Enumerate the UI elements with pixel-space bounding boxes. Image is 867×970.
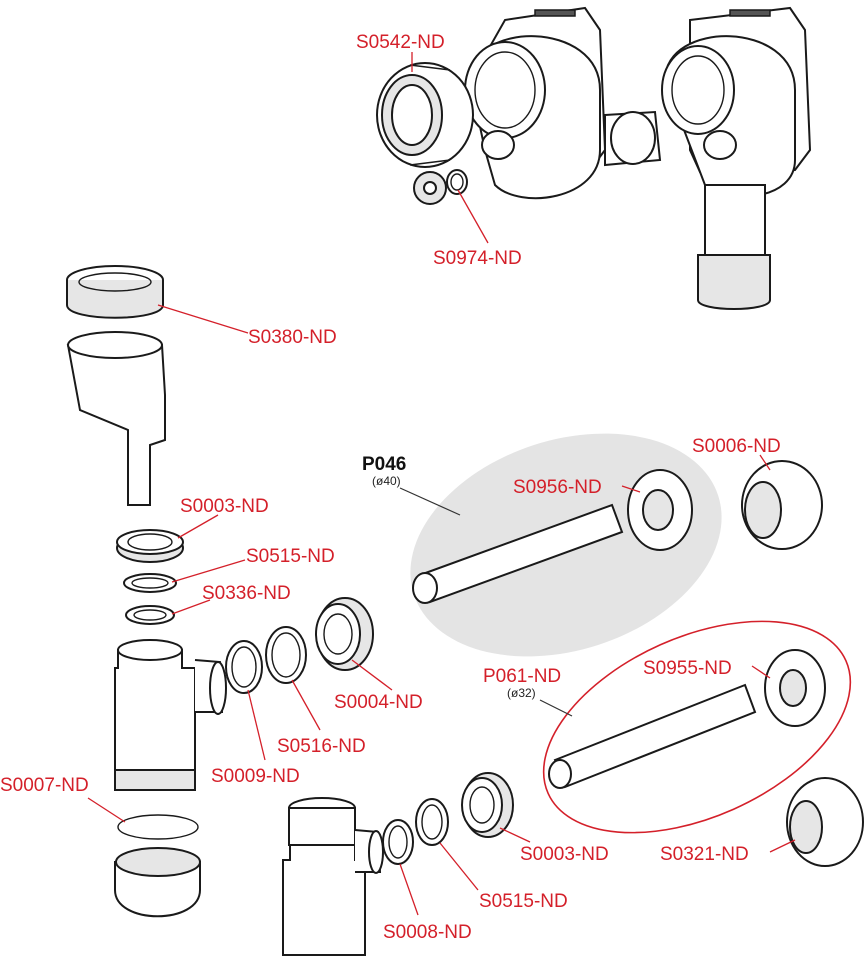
leader-s0515-bottom xyxy=(439,842,479,891)
label-s0515-bottom: S0515-ND xyxy=(479,891,568,912)
label-s0516: S0516-ND xyxy=(277,736,366,757)
bottle-cup xyxy=(114,847,201,918)
leader-s0007 xyxy=(87,797,126,823)
label-s0009: S0009-ND xyxy=(211,766,300,787)
siphon-body-exploded xyxy=(464,6,662,200)
label-s0008: S0008-ND xyxy=(383,922,472,943)
leader-s0321 xyxy=(769,839,796,853)
label-s0336: S0336-ND xyxy=(202,583,291,604)
seal-ring-s0542 xyxy=(376,62,474,168)
leader-s0516 xyxy=(291,679,321,731)
label-s0006: S0006-ND xyxy=(692,436,781,457)
label-s0380: S0380-ND xyxy=(248,327,337,348)
size-p061: (ø32) xyxy=(507,686,536,700)
angled-inlet-pipe xyxy=(66,331,166,506)
bottle-trap-body-small xyxy=(282,797,384,956)
small-nut-and-oring xyxy=(413,169,468,205)
washer-s0009 xyxy=(225,640,263,694)
label-s0515-top: S0515-ND xyxy=(246,546,335,567)
leader-s0955 xyxy=(751,665,771,679)
siphon-body-assembled xyxy=(661,6,812,310)
label-s0321: S0321-ND xyxy=(660,844,749,865)
label-s0004: S0004-ND xyxy=(334,692,423,713)
leader-s0008 xyxy=(399,863,419,916)
pipe-p046 xyxy=(412,503,624,604)
leader-p046 xyxy=(399,487,461,516)
adapter-ring-s0380 xyxy=(66,265,164,319)
leader-p061 xyxy=(539,699,573,717)
label-p046: P046 xyxy=(362,454,406,475)
label-s0974: S0974-ND xyxy=(433,248,522,269)
union-nut-s0003-bottom xyxy=(461,772,514,838)
label-s0003-top: S0003-ND xyxy=(180,496,269,517)
leader-s0006 xyxy=(759,454,771,471)
label-s0956: S0956-ND xyxy=(513,477,602,498)
bottle-trap-body xyxy=(114,639,227,791)
leader-s0336 xyxy=(171,599,211,615)
leader-s0974 xyxy=(457,189,489,244)
washer-s0336 xyxy=(125,605,175,625)
leader-s0003-top xyxy=(177,514,219,539)
pipe-p061 xyxy=(548,683,757,789)
size-p046: (ø40) xyxy=(372,474,401,488)
washer-s0515-bottom xyxy=(415,798,449,846)
rosette-s0956 xyxy=(627,469,693,551)
rosette-s0955 xyxy=(764,649,826,727)
leader-s0004 xyxy=(351,659,393,691)
leader-s0003-bottom xyxy=(499,827,531,843)
washer-s0515-top xyxy=(123,573,177,593)
label-p061: P061-ND xyxy=(483,666,561,687)
leader-s0515-top xyxy=(171,559,246,583)
label-s0003-bottom: S0003-ND xyxy=(520,844,609,865)
label-s0955: S0955-ND xyxy=(643,658,732,679)
leader-s0956 xyxy=(621,485,641,493)
p061-highlight-outline xyxy=(542,620,852,834)
cover-s0006 xyxy=(741,460,823,550)
leader-s0009 xyxy=(247,689,266,761)
union-nut-s0004 xyxy=(315,597,374,671)
label-s0007: S0007-ND xyxy=(0,775,89,796)
leader-s0380 xyxy=(157,304,249,334)
union-nut-s0003-top xyxy=(116,529,184,563)
label-s0542: S0542-ND xyxy=(356,32,445,53)
washer-s0008 xyxy=(382,819,414,865)
cover-s0321 xyxy=(786,777,864,867)
oring-s0007 xyxy=(117,814,199,840)
washer-s0516 xyxy=(265,626,307,684)
